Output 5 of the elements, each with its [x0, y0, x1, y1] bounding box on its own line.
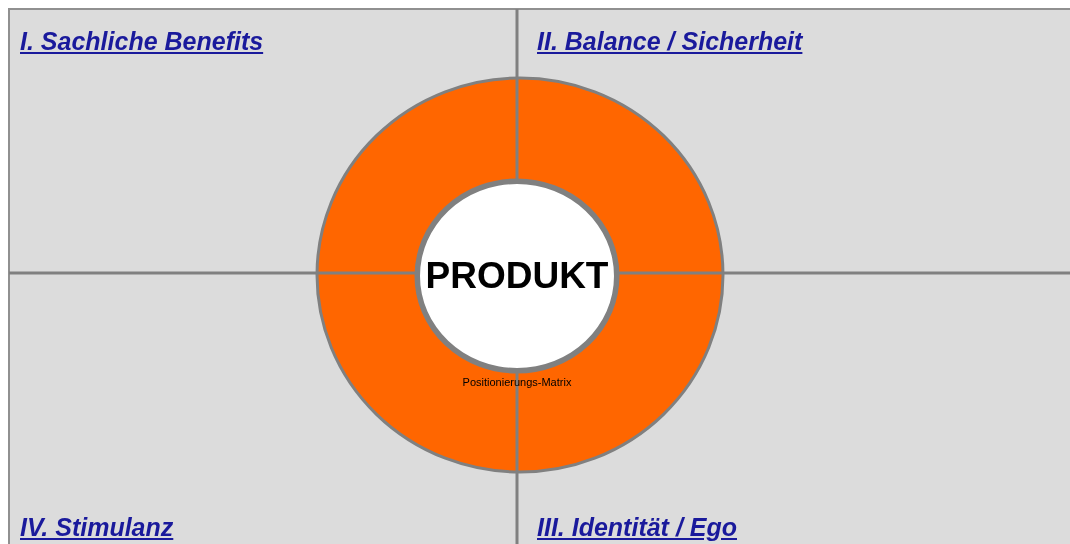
quadrant-title: III. Identität / Ego — [537, 513, 737, 542]
quadrant-title: IV. Stimulanz — [20, 513, 174, 542]
product-label: PRODUKT — [425, 255, 609, 297]
quadrant-title: II. Balance / Sicherheit — [537, 27, 803, 56]
quadrant-title: I. Sachliche Benefits — [20, 27, 264, 56]
